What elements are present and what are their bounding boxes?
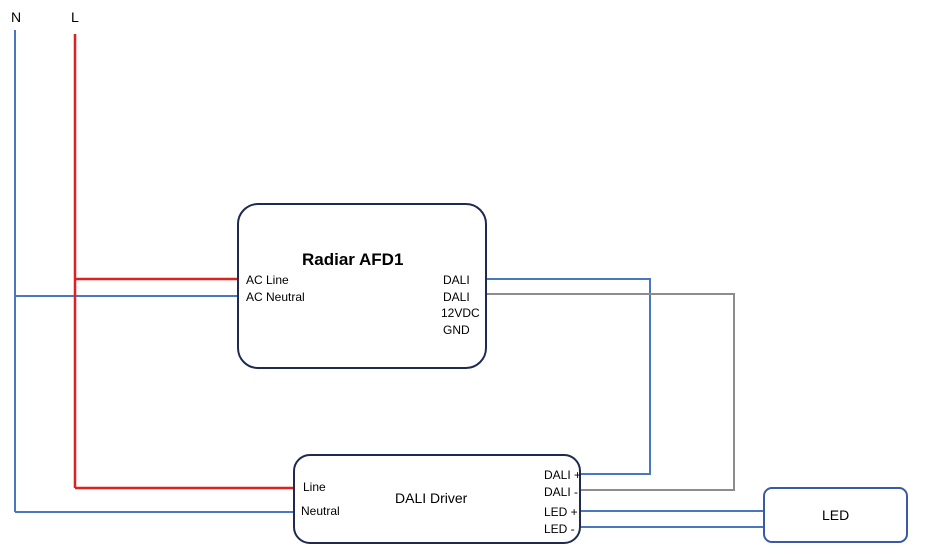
driver-output-dali-minus: DALI - bbox=[544, 485, 578, 499]
neutral-wires bbox=[14, 30, 294, 513]
led-box: LED bbox=[763, 487, 908, 543]
line-wires bbox=[73, 34, 294, 490]
driver-box: DALI Driver Line Neutral DALI + DALI - L… bbox=[293, 454, 581, 544]
sensor-input-ac-line: AC Line bbox=[246, 273, 289, 287]
led-box-outline bbox=[763, 487, 908, 543]
sensor-box-outline bbox=[237, 203, 487, 369]
sensor-input-ac-neutral: AC Neutral bbox=[246, 290, 305, 304]
driver-input-neutral: Neutral bbox=[301, 504, 340, 518]
line-rail-label: L bbox=[71, 9, 79, 25]
sensor-output-dali-1: DALI bbox=[443, 273, 470, 287]
driver-input-line: Line bbox=[303, 480, 326, 494]
sensor-output-12vdc: 12VDC bbox=[441, 306, 480, 320]
sensor-output-dali-2: DALI bbox=[443, 290, 470, 304]
sensor-title: Radiar AFD1 bbox=[302, 250, 403, 269]
dali-wire-b bbox=[486, 293, 735, 491]
driver-output-dali-plus: DALI + bbox=[544, 468, 581, 482]
driver-output-led-minus: LED - bbox=[544, 522, 575, 536]
dali-wire-a bbox=[486, 278, 651, 475]
led-title: LED bbox=[822, 507, 849, 523]
sensor-output-gnd: GND bbox=[443, 323, 470, 337]
driver-output-led-plus: LED + bbox=[544, 505, 578, 519]
driver-title: DALI Driver bbox=[395, 490, 468, 506]
neutral-rail-label: N bbox=[11, 9, 21, 25]
sensor-box: Radiar AFD1 AC Line AC Neutral DALI DALI… bbox=[237, 203, 487, 369]
driver-box-outline bbox=[293, 454, 581, 544]
